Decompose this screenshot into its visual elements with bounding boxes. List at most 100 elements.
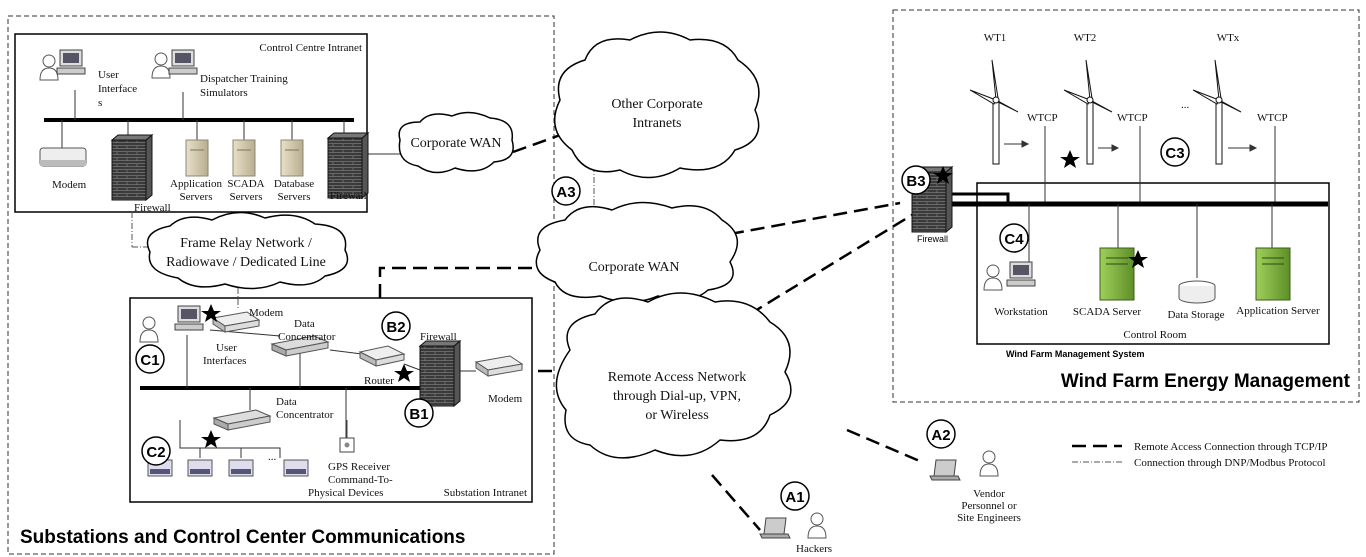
legend-dnp-label: Connection through DNP/Modbus Protocol <box>1134 457 1326 469</box>
modem-icon <box>475 355 523 377</box>
label: Interfaces <box>203 355 246 367</box>
substations-region <box>7 15 555 555</box>
hacker-person-icon <box>807 512 827 539</box>
label: Workstation <box>994 306 1048 318</box>
label: Firewall <box>330 190 367 202</box>
marker-label: B1 <box>409 406 428 423</box>
other-corporate-intranets-cloud <box>553 31 760 179</box>
firewall-icon <box>419 340 461 407</box>
label: Hackers <box>796 543 832 555</box>
marker-label: C4 <box>1004 231 1024 248</box>
marker-b3 <box>901 165 931 195</box>
label: Modem <box>52 179 87 191</box>
label: ... <box>268 451 277 463</box>
label: SCADA Server <box>1073 306 1141 318</box>
cloud-label: Corporate WAN <box>410 136 501 151</box>
substation-box <box>129 297 533 503</box>
corporate-wan-left-cloud <box>398 111 514 174</box>
label: Router <box>364 375 394 387</box>
application-server-icon <box>185 139 209 177</box>
physical-device-icon <box>187 459 213 477</box>
label: User <box>216 342 237 354</box>
cloud-label: Remote Access Network <box>608 370 746 385</box>
star-icon <box>201 304 221 322</box>
label: Servers <box>230 191 263 203</box>
label: WTCP <box>1117 112 1148 124</box>
label: Modem <box>249 307 284 319</box>
star-icon <box>201 430 221 448</box>
star-icon <box>1128 250 1148 268</box>
user-person-icon <box>39 54 59 81</box>
label: Firewall <box>420 331 457 343</box>
marker-label: A3 <box>556 184 575 201</box>
cloud-label: or Wireless <box>645 408 708 423</box>
marker-c3 <box>1160 137 1190 167</box>
scada-server-icon <box>232 139 256 177</box>
cloud-label: Frame Relay Network / <box>180 236 312 251</box>
wind-farm-region <box>892 9 1360 403</box>
physical-device-icon <box>228 459 254 477</box>
label: Modem <box>488 393 523 405</box>
label: Interface <box>98 83 137 95</box>
remote-access-cloud <box>555 292 792 459</box>
control-room-label: Control Room <box>1123 329 1187 341</box>
marker-label: C3 <box>1165 145 1184 162</box>
label: WTx <box>1217 32 1240 44</box>
marker-label: B3 <box>906 173 925 190</box>
wfms-label: Wind Farm Management System <box>1006 349 1144 359</box>
marker-a3 <box>551 176 581 206</box>
label: Servers <box>180 191 213 203</box>
label: User <box>98 69 119 81</box>
label: Physical Devices <box>308 487 383 499</box>
vendor-laptop-icon <box>929 459 961 481</box>
wind-farm-title: Wind Farm Energy Management <box>1061 371 1351 392</box>
star-icon <box>394 364 414 382</box>
vendor-person-icon <box>979 450 999 477</box>
label: Command-To- <box>328 474 393 486</box>
label: Data <box>276 396 297 408</box>
control-room-box <box>976 182 1330 345</box>
database-server-icon <box>280 139 304 177</box>
star-markers <box>201 150 1148 448</box>
scada-server-icon <box>1099 247 1135 301</box>
star-icon <box>933 166 953 184</box>
star-icon <box>1060 150 1080 168</box>
label: SCADA <box>227 178 264 190</box>
label: Firewall <box>917 234 948 244</box>
application-server-icon <box>1255 247 1291 301</box>
label: Data Storage <box>1167 309 1224 321</box>
marker-b2 <box>381 311 411 341</box>
modem-icon <box>39 147 87 167</box>
cloud-label: Intranets <box>633 116 682 131</box>
label: Site Engineers <box>957 512 1021 524</box>
cloud-label: Radiowave / Dedicated Line <box>166 255 326 270</box>
simulator-pc-icon <box>168 49 198 75</box>
marker-label: B2 <box>386 319 405 336</box>
label: Firewall <box>134 202 171 214</box>
remote-access-links <box>378 132 923 531</box>
label: Application <box>170 178 222 190</box>
label: ... <box>1181 99 1190 111</box>
user-interface-pc-icon <box>56 49 86 75</box>
control-centre-box <box>14 33 368 213</box>
marker-label: A2 <box>931 427 950 444</box>
label: Simulators <box>200 87 248 99</box>
control-centre-label: Control Centre Intranet <box>259 42 362 54</box>
label: Personnel or <box>961 500 1017 512</box>
label: s <box>98 97 102 109</box>
label: WTCP <box>1257 112 1288 124</box>
marker-c4 <box>999 223 1029 253</box>
label: Concentrator <box>278 331 336 343</box>
marker-b1 <box>404 398 434 428</box>
firewall-icon <box>327 132 369 199</box>
cloud-label: through Dial-up, VPN, <box>613 389 741 404</box>
legend-remote-label: Remote Access Connection through TCP/IP <box>1134 441 1328 453</box>
marker-c1 <box>135 344 165 374</box>
marker-label: A1 <box>785 489 804 506</box>
data-concentrator-icon <box>213 409 271 431</box>
label: Data <box>294 318 315 330</box>
substations-title: Substations and Control Center Communica… <box>20 527 465 548</box>
firewall-icon <box>111 134 153 201</box>
wind-turbine-icon <box>969 59 1019 165</box>
